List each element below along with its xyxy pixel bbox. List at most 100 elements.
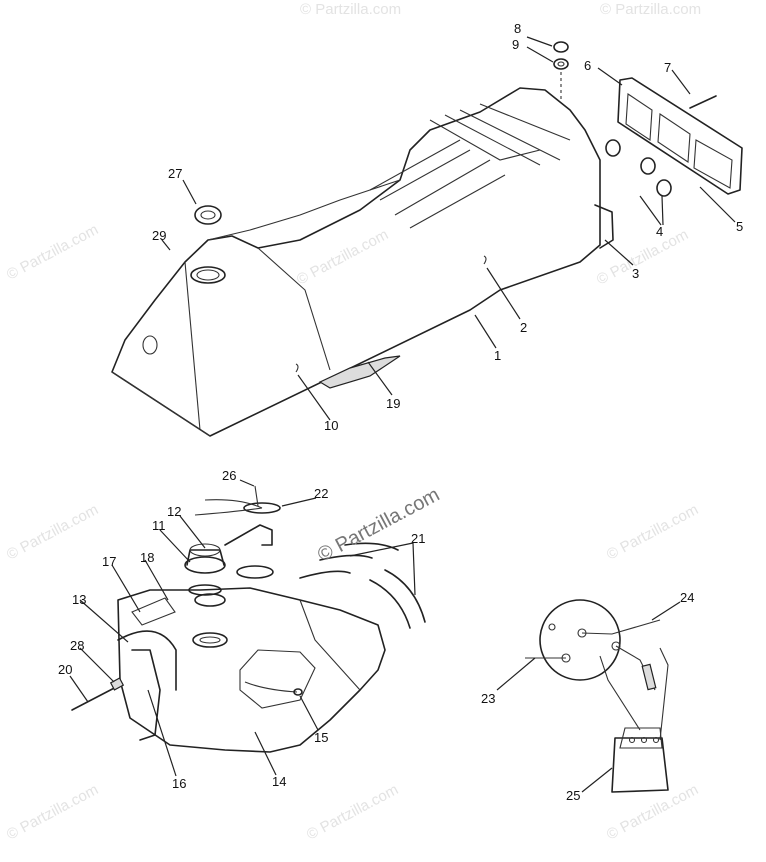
tank-pad-17: [131, 597, 176, 626]
tail-light-housing: [594, 204, 614, 249]
callout-15: 15: [314, 730, 328, 745]
fuel-cap-11-top: [186, 549, 225, 566]
strap-13: [117, 630, 177, 691]
rivet-10: [295, 363, 299, 373]
gasket-ring: [236, 565, 274, 579]
rivet-2: [483, 255, 487, 265]
callout-29: 29: [152, 228, 166, 243]
sender-flange: [243, 502, 281, 514]
seat-ribs: [369, 103, 571, 229]
watermark: © Partzilla.com: [604, 501, 701, 563]
seat-assembly: [111, 41, 743, 437]
callout-4: 4: [656, 224, 663, 239]
wire-24: [581, 619, 661, 635]
fuel-tank-ridge: [299, 599, 361, 691]
watermark: © Partzilla.com: [600, 1, 701, 18]
callout-6: 6: [584, 58, 591, 73]
washer-9: [553, 58, 569, 70]
callout-17: 17: [102, 554, 116, 569]
seat-filler-opening: [190, 266, 226, 284]
gauge-stud: [548, 623, 556, 631]
watermark: © Partzilla.com: [304, 781, 401, 843]
callout-25: 25: [566, 788, 580, 803]
fuel-tank-body: [117, 587, 386, 753]
module-pin: [652, 736, 660, 744]
module-pin: [628, 736, 636, 744]
wire-to-module: [599, 655, 641, 731]
gauge-terminal-c: [611, 641, 621, 651]
callout-26: 26: [222, 468, 236, 483]
sender-opening: [194, 593, 226, 607]
seat-front-hole: [142, 335, 158, 355]
watermark: © Partzilla.com: [300, 1, 401, 18]
callout-28: 28: [70, 638, 84, 653]
grommet-27: [194, 205, 222, 225]
washer-9-hole: [557, 61, 565, 67]
fuel-cap-11-rim: [189, 543, 221, 557]
seat-bottom-strip: [318, 355, 401, 389]
fuel-line-15-clamp: [293, 688, 303, 696]
callout-27: 27: [168, 166, 182, 181]
seat-cover-top: [207, 179, 401, 241]
callout-9: 9: [512, 37, 519, 52]
wire-to-module-2: [659, 647, 669, 741]
callout-10: 10: [324, 418, 338, 433]
callout-14: 14: [272, 774, 286, 789]
gauge-assembly: [525, 599, 669, 793]
sender-wire-2: [194, 507, 263, 516]
watermark: © Partzilla.com: [594, 226, 691, 288]
callout-8: 8: [514, 21, 521, 36]
callout-19: 19: [386, 396, 400, 411]
grommet-27-inner: [200, 210, 216, 220]
fuel-line-15: [244, 681, 298, 693]
regulator-module: [611, 737, 669, 793]
callout-13: 13: [72, 592, 86, 607]
callout-11: 11: [152, 518, 166, 533]
hose-clamp-28: [109, 677, 125, 691]
callout-24: 24: [680, 590, 694, 605]
callout-5: 5: [736, 219, 743, 234]
tank-filler-neck-inner: [199, 636, 221, 644]
regulator-module-top: [619, 727, 663, 749]
fuel-tank-recess: [239, 649, 316, 709]
watermark: © Partzilla.com: [4, 221, 101, 283]
nut-8: [553, 41, 569, 53]
leader-lines: [69, 36, 736, 793]
sender-unit-22: [224, 524, 273, 546]
callout-2: 2: [520, 320, 527, 335]
sender-wire: [204, 499, 263, 509]
callout-7: 7: [664, 60, 671, 75]
faint-watermarks: © Partzilla.com © Partzilla.com © Partzi…: [4, 1, 701, 844]
seat-side-panel: [257, 247, 331, 371]
main-watermark: © Partzilla.com: [314, 484, 443, 567]
tank-filler-neck: [192, 632, 228, 648]
callout-1: 1: [494, 348, 501, 363]
callout-3: 3: [632, 266, 639, 281]
tank-bracket: [131, 649, 161, 741]
fuel-tank-assembly: [71, 485, 426, 753]
sender-gasket: [188, 584, 222, 596]
module-pin: [640, 736, 648, 744]
taillight-lens-6: [617, 77, 743, 195]
callout-16: 16: [172, 776, 186, 791]
watermark: © Partzilla.com: [4, 781, 101, 843]
seat-front-edge: [184, 261, 201, 431]
callout-12: 12: [167, 504, 181, 519]
seat-filler-opening-inner: [196, 269, 220, 281]
callout-23: 23: [481, 691, 495, 706]
fuel-gauge-25: [539, 599, 621, 681]
callout-21: 21: [411, 531, 425, 546]
seat-lower-edge: [111, 371, 211, 437]
bulbs-4: [605, 139, 672, 197]
fuel-cap-11: [184, 556, 226, 574]
callout-18: 18: [140, 550, 154, 565]
callout-20: 20: [58, 662, 72, 677]
watermark: © Partzilla.com: [4, 501, 101, 563]
screw-26: [254, 485, 259, 507]
screw-7: [689, 95, 717, 109]
callout-labels: 8 9 6 7 5 4 3 2 1 19 10 27 29 26 22 12 1…: [58, 21, 743, 803]
callout-22: 22: [314, 486, 328, 501]
wire-connector: [641, 663, 657, 691]
